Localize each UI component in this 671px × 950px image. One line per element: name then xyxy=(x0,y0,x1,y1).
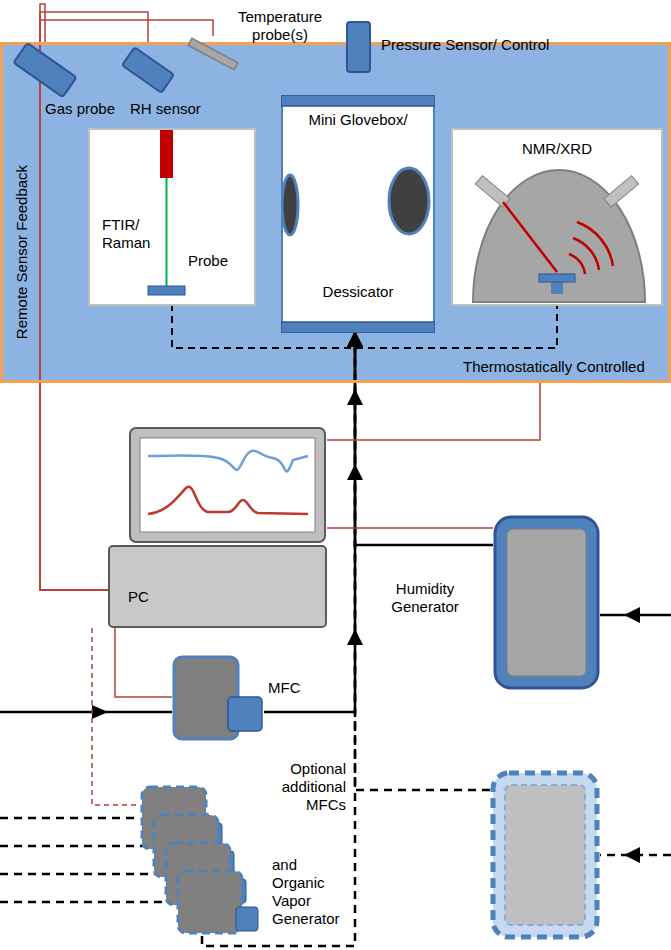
rh-sensor: RH sensor xyxy=(118,42,214,120)
drawing-part xyxy=(166,178,168,286)
node-text: Humidity Generator xyxy=(383,580,467,616)
drawing-part xyxy=(148,451,308,472)
drawing-part xyxy=(495,517,598,688)
drawing-part xyxy=(577,222,613,266)
node-text: NMR/XRD xyxy=(453,140,661,158)
gas-inlet xyxy=(0,845,152,848)
connector xyxy=(115,628,172,697)
node-text: FTIR/ Raman xyxy=(102,216,164,252)
drawing-part xyxy=(490,770,600,940)
thermostat-region: Thermostatically Controlled FTIR/ RamanPr… xyxy=(0,42,671,383)
node-text: Pressure Sensor/ Control xyxy=(381,36,553,54)
drawing-part xyxy=(282,175,298,235)
drawing-part xyxy=(236,907,258,931)
drawing-part xyxy=(109,546,326,627)
gas-inlet xyxy=(0,873,164,876)
node-text: PC xyxy=(128,588,168,606)
drawing-part xyxy=(122,47,174,93)
drawing-part xyxy=(539,274,575,282)
drawing-part xyxy=(345,20,372,74)
drawing-part xyxy=(573,238,599,270)
temperature-probe: Temperature probe(s) xyxy=(185,6,331,72)
drawing-part xyxy=(140,438,315,532)
drawing-part xyxy=(228,697,262,731)
connector xyxy=(92,628,140,805)
flow-arrowhead xyxy=(624,847,640,863)
connector xyxy=(327,383,540,440)
drawing-part xyxy=(140,785,264,936)
drawing-part xyxy=(8,42,82,98)
flow-arrowhead xyxy=(624,607,640,623)
vapor-generator: and Organic Vapor Generator xyxy=(270,770,600,940)
drawing-part xyxy=(493,773,597,937)
drawing-part xyxy=(347,22,370,72)
drawing-part xyxy=(505,785,585,925)
ftir-raman-box: FTIR/ RamanProbe xyxy=(88,128,256,306)
drawing-part xyxy=(188,38,238,69)
drawing-part xyxy=(281,322,435,333)
drawing-part xyxy=(493,515,600,690)
drawing-part xyxy=(185,36,241,72)
drawing-part xyxy=(473,170,645,302)
node-text: RH sensor xyxy=(130,100,212,118)
nmr-xrd-box: NMR/XRD xyxy=(451,128,663,306)
drawing-part xyxy=(172,655,264,741)
node-text: Mini Glovebox/ xyxy=(281,111,435,129)
drawing-part xyxy=(604,176,639,208)
node-text: Temperature probe(s) xyxy=(231,8,329,44)
drawing-part xyxy=(178,871,242,933)
node-text: Dessicator xyxy=(281,283,435,301)
gas-probe: Gas probe xyxy=(8,42,129,120)
glovebox: Mini Glovebox/Dessicator xyxy=(281,95,439,333)
drawing-part xyxy=(507,529,586,676)
rotated-label: Remote Sensor Feedback xyxy=(13,165,31,339)
node-text: Probe xyxy=(188,252,248,270)
drawing-part xyxy=(148,487,308,514)
drawing-part xyxy=(503,202,557,272)
drawing-part xyxy=(389,168,429,234)
drawing-part xyxy=(281,95,435,106)
drawing-part xyxy=(160,130,173,178)
drawing-part xyxy=(118,42,178,98)
gas-inlet xyxy=(0,711,172,714)
connector xyxy=(355,333,490,790)
mfc-stack: Optional additional MFCs xyxy=(140,758,350,936)
mass-flow-controller: MFC xyxy=(172,655,312,741)
drawing-part xyxy=(569,254,585,274)
computer: PC xyxy=(108,426,327,628)
drawing-part xyxy=(148,286,185,295)
drawing-part xyxy=(14,43,77,97)
node-text: MFC xyxy=(268,679,310,697)
pressure-sensor: Pressure Sensor/ Control xyxy=(345,20,555,74)
gas-inlet xyxy=(0,901,176,904)
gas-inlet xyxy=(0,817,140,820)
node-text: Thermostatically Controlled xyxy=(463,358,663,376)
drawing-part xyxy=(282,96,434,332)
node-text: Optional additional MFCs xyxy=(266,760,346,814)
drawing-part xyxy=(130,428,325,542)
node-text: and Organic Vapor Generator xyxy=(272,856,348,928)
thermostat-fill xyxy=(0,42,671,383)
node-text: Gas probe xyxy=(45,100,125,118)
connector xyxy=(327,527,493,529)
flow-arrowhead xyxy=(92,705,108,719)
humidity-generator: Humidity Generator xyxy=(383,515,600,690)
